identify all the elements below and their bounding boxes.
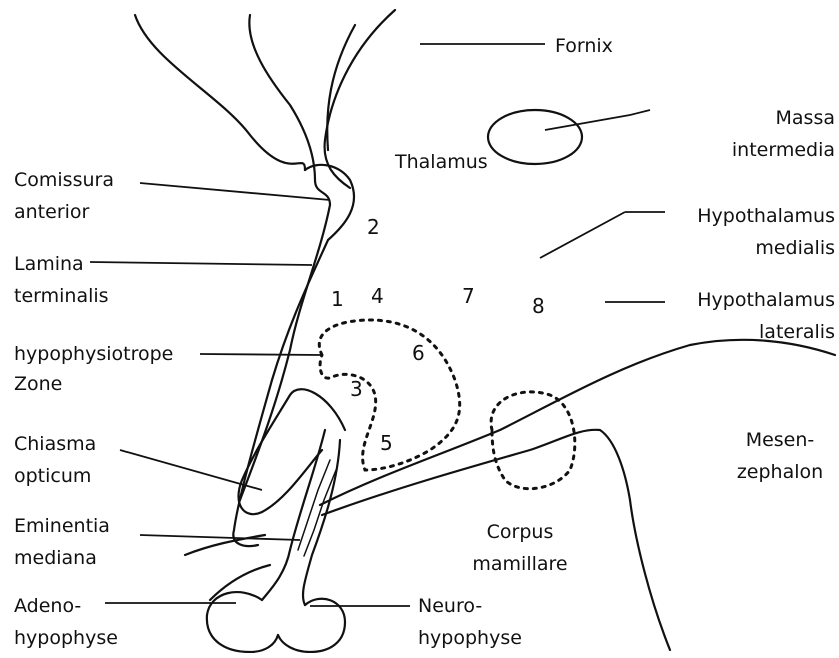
leader-massa-2 xyxy=(630,110,650,115)
label-mesenzephalon-line2: zephalon xyxy=(737,461,823,483)
nucleus-number-1: 1 xyxy=(331,287,344,311)
leader-comissura xyxy=(140,183,330,200)
leader-chiasma xyxy=(120,450,262,490)
corpus-mamillare-outline xyxy=(491,392,575,489)
nucleus-number-5: 5 xyxy=(380,431,393,455)
label-corpus-line2: mamillare xyxy=(472,553,567,575)
label-lamina-line2: terminalis xyxy=(14,285,109,307)
label-mesenzephalon-line1: Mesen- xyxy=(746,429,815,451)
label-massa-line2: intermedia xyxy=(732,139,835,161)
label-adeno-line1: Adeno- xyxy=(14,595,81,617)
nucleus-number-2: 2 xyxy=(367,215,380,239)
leader-lamina xyxy=(90,262,312,265)
label-hypo-medialis-line2: medialis xyxy=(755,237,835,259)
infundibulum-right xyxy=(303,440,340,605)
leader-massa xyxy=(545,115,630,130)
infundibulum-left xyxy=(262,430,325,600)
label-comissura-line2: anterior xyxy=(14,201,90,223)
nucleus-dotted-outlines xyxy=(319,320,575,489)
nucleus-number-7: 7 xyxy=(462,284,475,308)
label-lamina-line1: Lamina xyxy=(14,253,84,275)
label-chiasma-line1: Chiasma xyxy=(14,433,96,455)
floor-lower-left xyxy=(210,565,270,600)
leader-hypo-medialis xyxy=(540,212,625,258)
label-hypo-lateralis-line1: Hypothalamus xyxy=(697,289,835,311)
label-hypophysiotrope-line1: hypophysiotrope xyxy=(14,343,173,365)
label-neuro-line1: Neuro- xyxy=(418,595,482,617)
label-hypo-medialis-line1: Hypothalamus xyxy=(697,205,835,227)
nucleus-number-6: 6 xyxy=(412,341,425,365)
label-corpus-line1: Corpus xyxy=(487,521,554,543)
label-eminentia-line2: mediana xyxy=(14,547,97,569)
fornix-outline-right xyxy=(325,10,395,188)
label-neuro-line2: hypophyse xyxy=(418,627,522,649)
fornix-inner-strand xyxy=(327,25,355,150)
label-comissura-line1: Comissura xyxy=(14,169,114,191)
massa-intermedia-outline xyxy=(488,110,582,164)
lamina-terminalis-line xyxy=(240,15,330,500)
nucleus-number-8: 8 xyxy=(532,294,545,318)
chiasma-outline xyxy=(239,389,345,514)
label-thalamus: Thalamus xyxy=(394,151,488,173)
label-fornix: Fornix xyxy=(555,35,613,57)
leader-hypophysiotrope xyxy=(200,354,322,355)
label-eminentia-line1: Eminentia xyxy=(14,515,110,537)
label-chiasma-line2: opticum xyxy=(14,465,91,487)
leader-eminentia xyxy=(140,535,300,540)
label-adeno-line2: hypophyse xyxy=(14,627,118,649)
nucleus-number-4: 4 xyxy=(371,284,384,308)
nucleus-numbers: 1 2 3 4 5 6 7 8 xyxy=(331,215,545,455)
label-hypo-lateralis-line2: lateralis xyxy=(759,321,835,343)
nucleus-number-3: 3 xyxy=(350,377,363,401)
label-hypophysiotrope-line2: Zone xyxy=(14,373,62,395)
label-massa-line1: Massa xyxy=(776,107,835,129)
adenohypophyse-outline xyxy=(207,592,278,652)
